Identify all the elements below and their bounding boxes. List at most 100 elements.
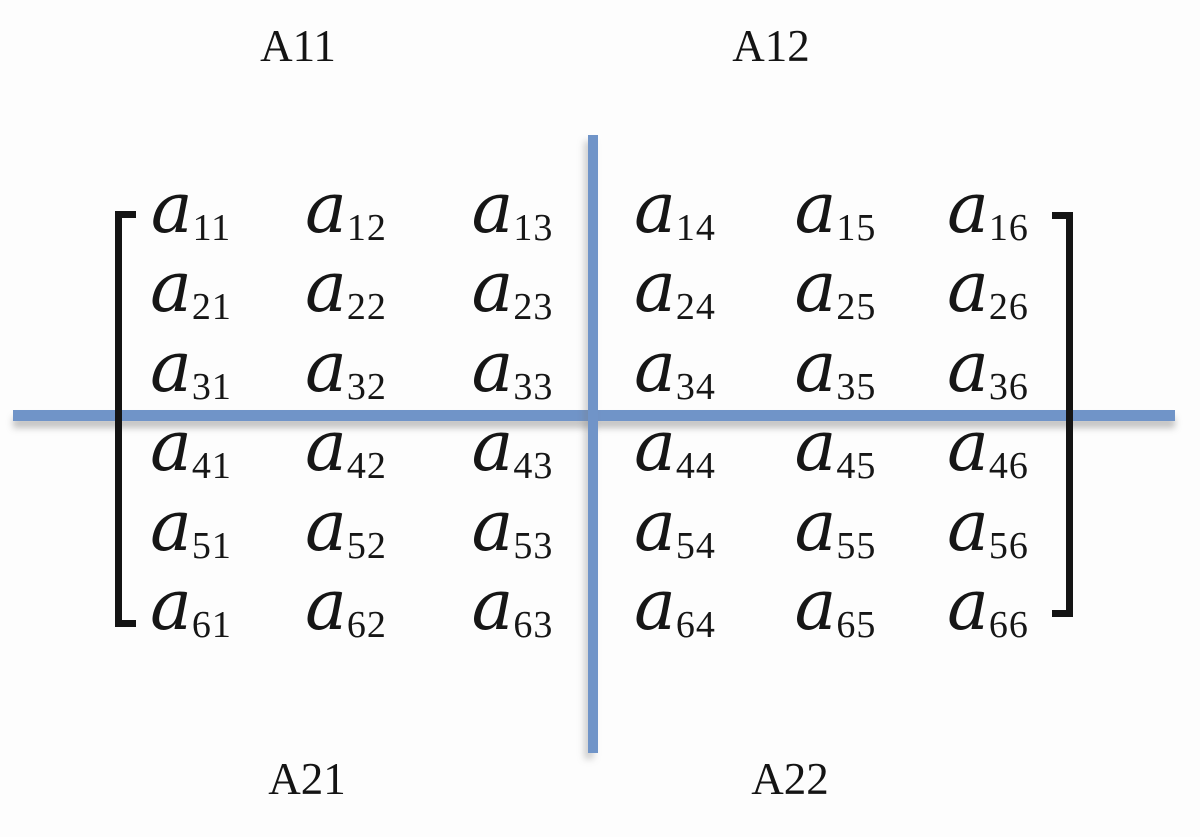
matrix-entry-a66: a66 <box>916 570 1060 654</box>
matrix-entry-variable: a <box>471 564 514 647</box>
matrix-entry-a61: a61 <box>120 570 262 654</box>
matrix-left-bracket <box>115 211 136 627</box>
matrix-entry-subscript: 64 <box>675 604 716 647</box>
matrix-entry-variable: a <box>794 405 837 488</box>
matrix-entry-subscript: 35 <box>836 365 877 408</box>
matrix-entry-a51: a51 <box>120 491 262 574</box>
matrix-entry-variable: a <box>794 325 837 408</box>
matrix-entry-variable: a <box>794 484 837 567</box>
matrix-entry-a65: a65 <box>755 570 916 654</box>
matrix-entry-variable: a <box>150 166 193 249</box>
matrix-entry-variable: a <box>634 325 676 408</box>
matrix-entry-variable: a <box>947 166 989 249</box>
matrix-entry-subscript: 51 <box>191 524 232 567</box>
matrix-entry-variable: a <box>305 405 347 488</box>
matrix-entry-a12: a12 <box>262 173 430 256</box>
matrix-entry-subscript: 12 <box>346 206 387 249</box>
matrix-entry-subscript: 62 <box>346 604 387 647</box>
matrix-entry-a15: a15 <box>755 173 916 256</box>
matrix-entry-a41: a41 <box>120 411 262 495</box>
block-label-a22: A22 <box>751 754 829 804</box>
matrix-entry-subscript: 24 <box>675 286 716 329</box>
matrix-entry-subscript: 45 <box>836 445 877 488</box>
matrix-entry-a44: a44 <box>595 411 755 495</box>
matrix-entry-variable: a <box>305 564 347 647</box>
matrix-entry-subscript: 23 <box>513 286 554 329</box>
matrix-entry-variable: a <box>794 246 837 329</box>
matrix-entry-a45: a45 <box>755 411 916 495</box>
matrix-entry-variable: a <box>947 325 989 408</box>
matrix-entry-a16: a16 <box>916 173 1060 256</box>
matrix-entry-subscript: 13 <box>513 206 554 249</box>
matrix-entry-subscript: 65 <box>836 604 877 647</box>
matrix-entry-variable: a <box>471 405 514 488</box>
matrix-entry-subscript: 33 <box>513 365 554 408</box>
matrix-entry-variable: a <box>150 564 192 647</box>
matrix-entry-variable: a <box>150 405 192 488</box>
matrix-entry-subscript: 52 <box>346 524 387 567</box>
matrix-entry-a46: a46 <box>916 411 1060 495</box>
matrix-entry-subscript: 54 <box>675 524 716 567</box>
matrix-entry-subscript: 46 <box>988 445 1029 488</box>
matrix-entry-variable: a <box>947 246 989 329</box>
matrix-entry-a54: a54 <box>595 491 755 574</box>
matrix-entry-variable: a <box>305 484 347 567</box>
matrix-entry-variable: a <box>634 246 676 329</box>
matrix-entry-variable: a <box>150 246 192 329</box>
matrix-entry-a35: a35 <box>755 332 916 415</box>
matrix-entry-subscript: 31 <box>191 365 232 408</box>
matrix-entry-a14: a14 <box>595 173 755 256</box>
matrix-entry-a22: a22 <box>262 252 430 336</box>
matrix-entry-variable: a <box>471 484 514 567</box>
matrix-entry-a42: a42 <box>262 411 430 495</box>
matrix-entry-a32: a32 <box>262 332 430 415</box>
matrix-entry-subscript: 32 <box>346 365 387 408</box>
matrix-entry-subscript: 22 <box>346 286 387 329</box>
matrix-entry-variable: a <box>305 325 347 408</box>
matrix-entry-a25: a25 <box>755 252 916 336</box>
matrix-entry-variable: a <box>634 405 676 488</box>
matrix-entry-subscript: 61 <box>191 604 232 647</box>
matrix-entry-a11: a11 <box>120 173 262 256</box>
matrix-entry-subscript: 55 <box>836 524 877 567</box>
matrix-entry-a24: a24 <box>595 252 755 336</box>
matrix-entry-subscript: 42 <box>346 445 387 488</box>
matrix-entry-a34: a34 <box>595 332 755 415</box>
block-label-a21: A21 <box>268 754 346 804</box>
matrix-entry-a36: a36 <box>916 332 1060 415</box>
matrix-entry-a55: a55 <box>755 491 916 574</box>
matrix-entry-subscript: 25 <box>836 286 877 329</box>
matrix-entry-variable: a <box>947 484 989 567</box>
matrix-entry-variable: a <box>471 325 514 408</box>
matrix-entry-subscript: 63 <box>513 604 554 647</box>
matrix-entry-subscript: 16 <box>988 206 1029 249</box>
matrix-entry-a63: a63 <box>430 570 595 654</box>
matrix-entry-a23: a23 <box>430 252 595 336</box>
matrix-entry-a52: a52 <box>262 491 430 574</box>
matrix-entry-a53: a53 <box>430 491 595 574</box>
block-label-a11: A11 <box>260 21 336 71</box>
matrix-entry-subscript: 15 <box>836 206 877 249</box>
matrix-entry-variable: a <box>947 405 989 488</box>
matrix-entry-variable: a <box>150 484 192 567</box>
matrix-entry-variable: a <box>794 564 837 647</box>
matrix-right-bracket <box>1052 212 1073 617</box>
matrix-entry-a26: a26 <box>916 252 1060 336</box>
matrix-entry-subscript: 66 <box>988 604 1029 647</box>
matrix-entry-a33: a33 <box>430 332 595 415</box>
matrix-entry-a43: a43 <box>430 411 595 495</box>
matrix-entry-variable: a <box>305 166 347 249</box>
matrix-entry-subscript: 36 <box>988 365 1029 408</box>
matrix-entry-subscript: 41 <box>191 445 232 488</box>
matrix-entry-subscript: 44 <box>675 445 716 488</box>
matrix-entry-a56: a56 <box>916 491 1060 574</box>
matrix-entry-subscript: 56 <box>988 524 1029 567</box>
matrix-entry-a62: a62 <box>262 570 430 654</box>
matrix-entry-a64: a64 <box>595 570 755 654</box>
matrix-entry-variable: a <box>305 246 347 329</box>
matrix-entry-subscript: 26 <box>988 286 1029 329</box>
matrix-entry-subscript: 14 <box>675 206 716 249</box>
block-label-a12: A12 <box>732 21 810 71</box>
matrix-entry-variable: a <box>947 564 989 647</box>
